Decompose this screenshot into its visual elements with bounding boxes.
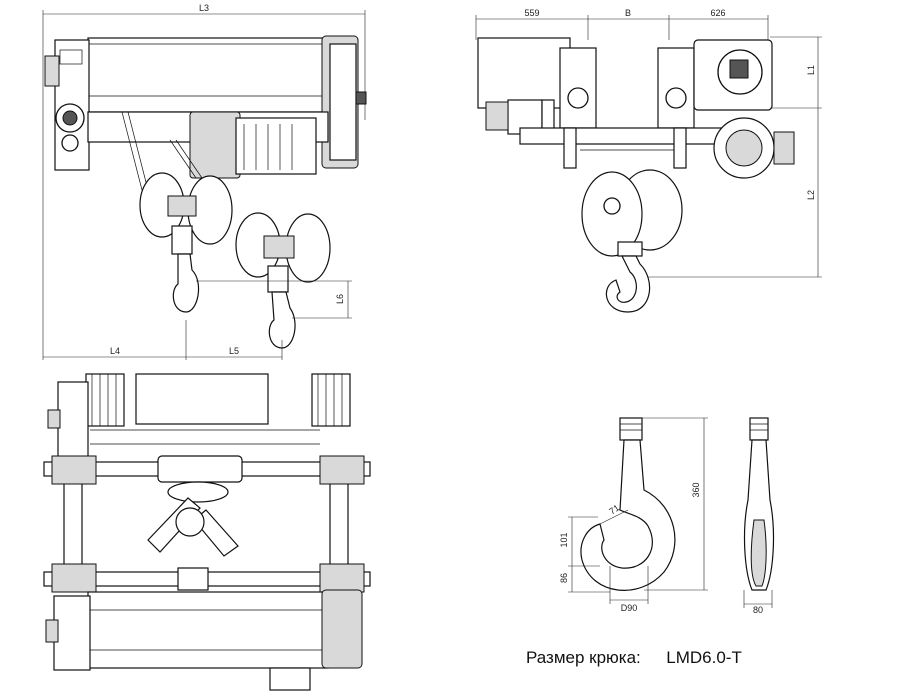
dim-101: 101 <box>559 532 569 547</box>
dim-l3: L3 <box>199 3 209 13</box>
dim-l2: L2 <box>806 190 816 200</box>
dim-559: 559 <box>524 8 539 18</box>
end-view: 559 B 626 L1 L2 <box>475 8 822 313</box>
caption-model: LMD6.0-T <box>666 648 742 667</box>
side-view: L3 <box>42 3 367 360</box>
dim-86: 86 <box>559 573 569 583</box>
hook-detail: 360 71 101 86 D90 80 <box>559 417 775 615</box>
dim-l1: L1 <box>806 65 816 75</box>
dim-360: 360 <box>691 482 701 497</box>
plan-view <box>43 373 371 691</box>
dim-d90: D90 <box>621 603 638 613</box>
hook-size-caption: Размер крюка: LMD6.0-T <box>526 648 742 668</box>
dim-l6: L6 <box>335 294 345 304</box>
dim-l5: L5 <box>229 346 239 356</box>
caption-label: Размер крюка: <box>526 648 641 667</box>
dim-80: 80 <box>753 605 763 615</box>
dim-l4: L4 <box>110 346 120 356</box>
dim-b: B <box>625 8 631 18</box>
dim-626: 626 <box>710 8 725 18</box>
dim-71: 71 <box>607 503 621 517</box>
